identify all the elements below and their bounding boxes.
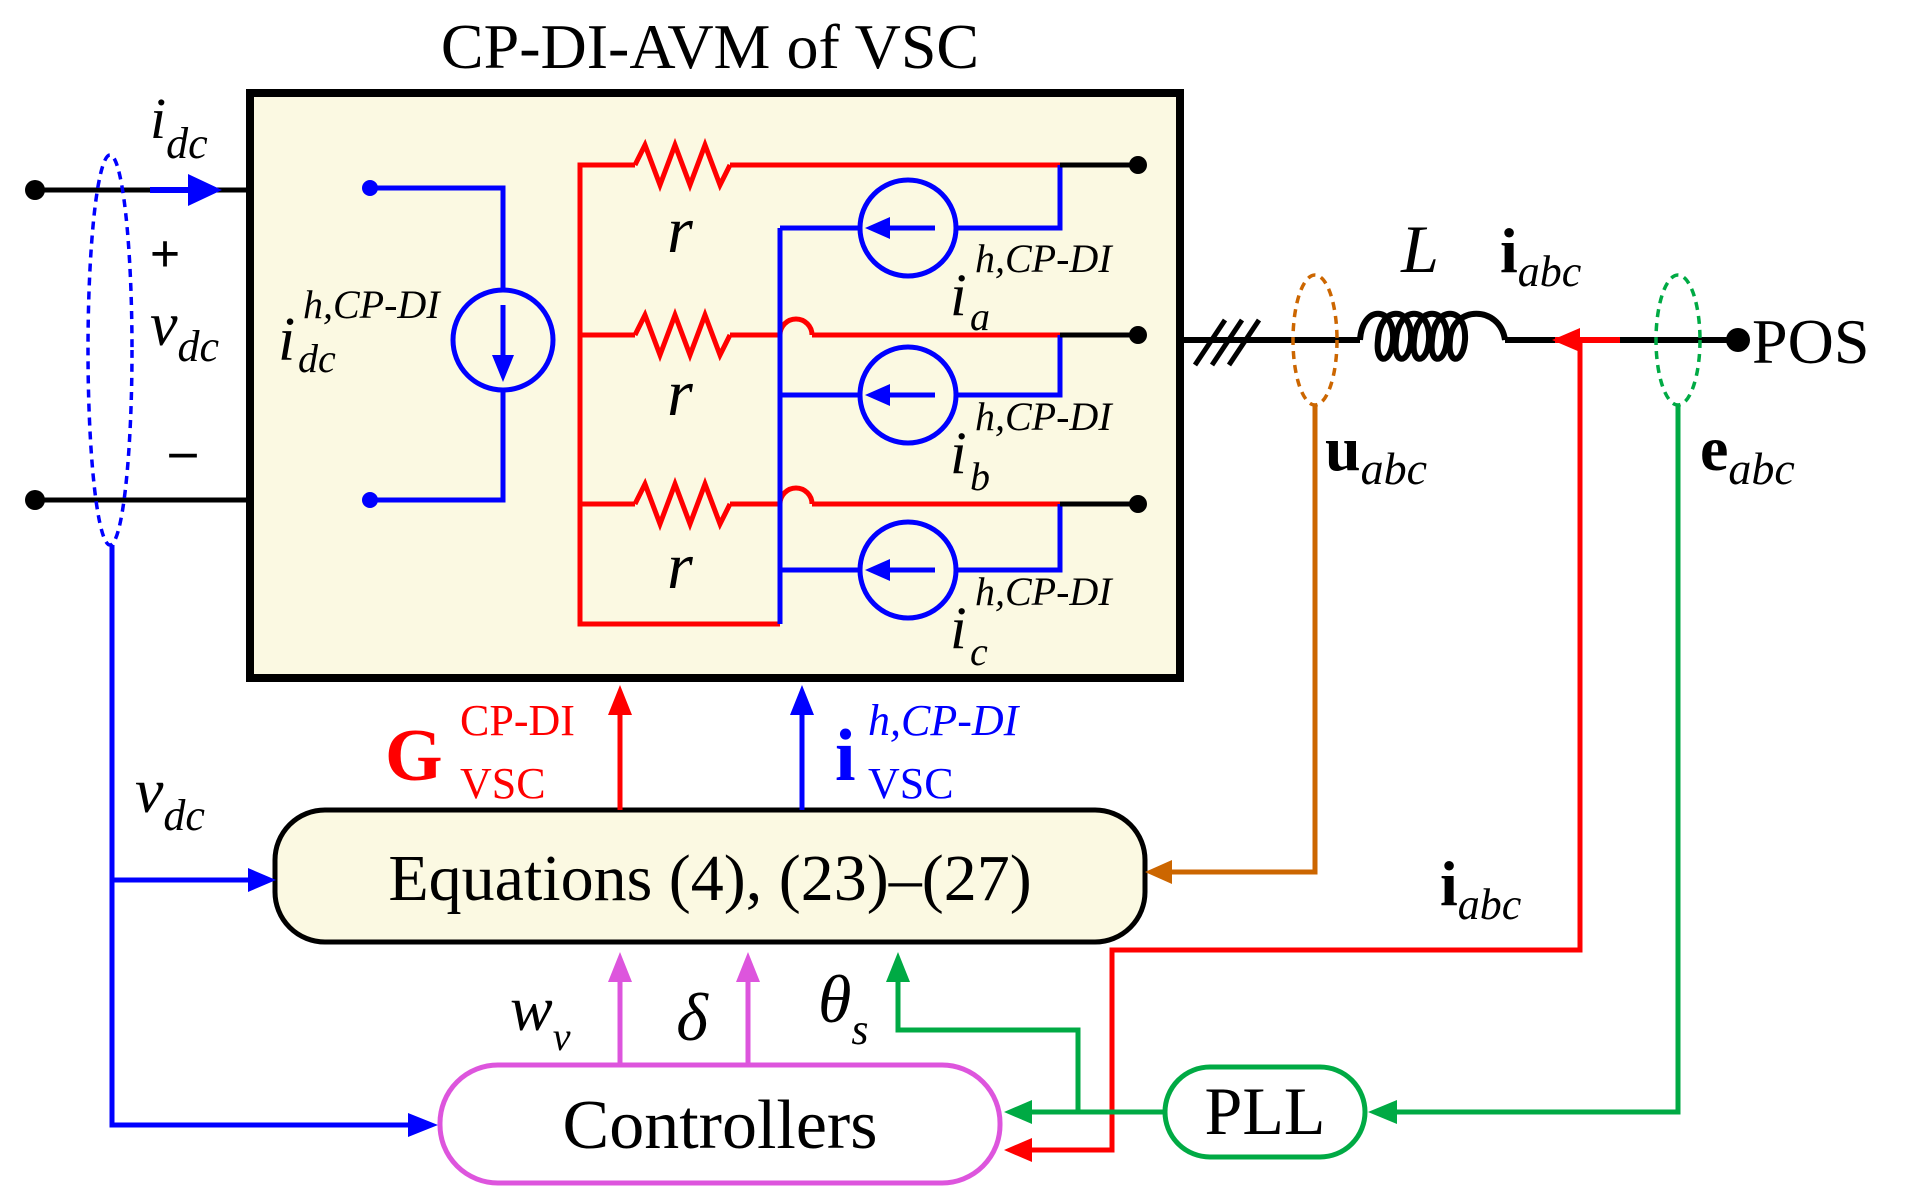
ic-source-arrow bbox=[865, 559, 890, 581]
pos-terminal bbox=[1726, 328, 1750, 352]
vdc-controllers-arrowhead bbox=[408, 1113, 438, 1137]
iabc-feed-line bbox=[1020, 340, 1583, 1153]
delta-signal-arrowhead bbox=[736, 952, 760, 982]
uabc-label: uabc bbox=[1325, 413, 1427, 494]
iabc-right-label: iabc bbox=[1440, 848, 1522, 929]
ia-source-arrow bbox=[865, 217, 890, 239]
wv-signal-arrowhead bbox=[608, 952, 632, 982]
idc-label: idc bbox=[150, 86, 208, 168]
iabc-direction-arrow bbox=[1552, 328, 1580, 352]
iabc-feed-arrowhead bbox=[1004, 1138, 1032, 1162]
uabc-feed-line bbox=[1160, 405, 1318, 875]
pos-label: POS bbox=[1752, 306, 1869, 377]
wv-label: wv bbox=[510, 973, 571, 1059]
uabc-feed-arrowhead bbox=[1145, 860, 1172, 884]
ib-source-arrow bbox=[865, 384, 890, 406]
vdc-equations-arrowhead bbox=[248, 868, 276, 892]
resistor-label-b: r bbox=[667, 357, 693, 430]
vdc-feedback-line bbox=[109, 545, 420, 1128]
eabc-feed-line bbox=[1385, 405, 1681, 1115]
ivsc-signal-arrowhead bbox=[790, 685, 814, 715]
iabc-top-label: iabc bbox=[1500, 215, 1582, 296]
dc-current-source bbox=[362, 180, 556, 508]
equations-label: Equations (4), (23)–(27) bbox=[388, 842, 1031, 915]
idc-arrowhead bbox=[188, 174, 222, 206]
eabc-feed-arrowhead bbox=[1368, 1100, 1397, 1124]
minus-sign: – bbox=[169, 420, 198, 480]
resistor-label-c: r bbox=[667, 530, 693, 603]
theta-label: θs bbox=[818, 961, 869, 1054]
plus-sign: + bbox=[150, 224, 181, 284]
vdc-label: vdc bbox=[150, 291, 220, 371]
ac-current-sources bbox=[777, 165, 1063, 624]
diagram-title: CP-DI-AVM of VSC bbox=[441, 11, 979, 82]
theta-equations-arrowhead bbox=[886, 952, 910, 982]
theta-to-equations-line bbox=[895, 970, 1081, 1112]
delta-label: δ bbox=[676, 979, 709, 1055]
controllers-block bbox=[437, 1062, 1003, 1186]
dc-measurement-ellipse bbox=[86, 153, 134, 547]
g-signal-arrowhead bbox=[608, 685, 632, 715]
inductor-label: L bbox=[1400, 211, 1439, 287]
ac-line bbox=[1180, 318, 1360, 367]
ac-terminals bbox=[1060, 156, 1147, 513]
eabc-label: eabc bbox=[1700, 413, 1795, 494]
equations-block bbox=[272, 807, 1148, 945]
inductor-coil bbox=[1357, 310, 1508, 362]
resistor-network bbox=[577, 137, 1060, 627]
pll-label: PLL bbox=[1205, 1073, 1326, 1149]
resistor-label-a: r bbox=[667, 194, 693, 267]
theta-controllers-arrowhead bbox=[1004, 1100, 1032, 1124]
vdc-left-label: vdc bbox=[135, 755, 205, 840]
controllers-label: Controllers bbox=[563, 1087, 878, 1164]
